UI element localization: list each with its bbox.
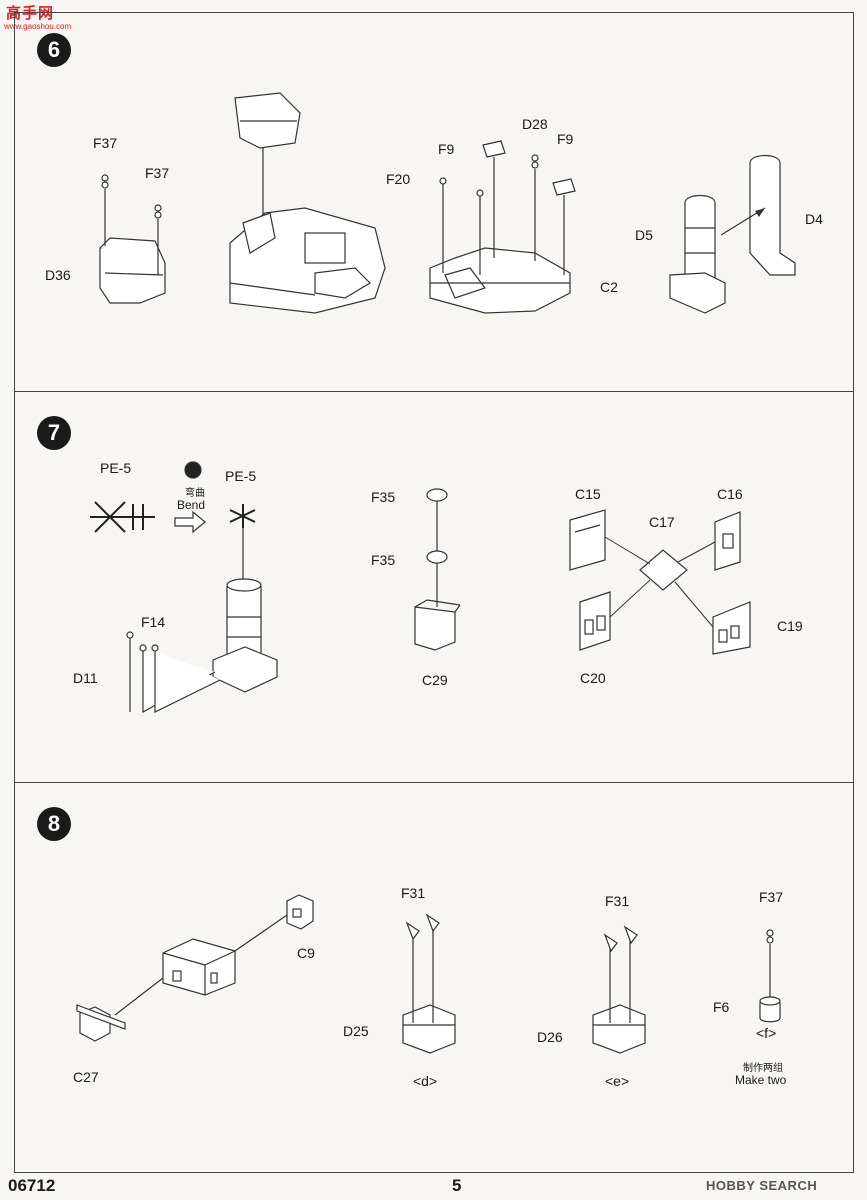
label-f9: F9 — [438, 141, 455, 157]
label-d5: D5 — [635, 227, 653, 243]
label-subassembly-e: <e> — [605, 1073, 630, 1089]
step-number: 6 — [37, 33, 71, 67]
logo-url: www.gaoshou.com — [4, 22, 72, 31]
label-f35: F35 — [371, 552, 396, 568]
label-f14: F14 — [141, 614, 166, 630]
label-c20: C20 — [580, 670, 606, 686]
label-d25: D25 — [343, 1023, 369, 1039]
watermark: HOBBY SEARCH — [706, 1178, 818, 1193]
label-d28: D28 — [522, 116, 548, 132]
label-f31: F31 — [605, 893, 630, 909]
label-bend-cn: 弯曲 — [185, 488, 205, 499]
label-f37: F37 — [759, 889, 784, 905]
step-6-drawing — [99, 92, 796, 314]
label-c2: C2 — [600, 279, 618, 295]
label-f35: F35 — [371, 489, 396, 505]
label-c17: C17 — [649, 514, 675, 530]
step-7-panel: 7 — [14, 392, 854, 783]
label-d11: D11 — [73, 670, 98, 686]
site-logo: 高手网 www.gaoshou.com — [2, 2, 72, 34]
label-c9: C9 — [297, 945, 315, 961]
label-d26: D26 — [537, 1029, 563, 1045]
step-number: 7 — [37, 416, 71, 450]
label-c27: C27 — [73, 1069, 99, 1085]
label-c19: C19 — [777, 618, 803, 634]
step-6-panel: 6 — [14, 12, 854, 392]
label-f37: F37 — [93, 135, 118, 151]
product-code: 06712 — [8, 1176, 56, 1195]
label-pe-5: PE-5 — [100, 460, 132, 476]
label-subassembly-f: <f> — [756, 1025, 777, 1041]
logo-text: 高手网 — [6, 5, 55, 22]
label-make-two-cn: 制作两组 — [743, 1063, 783, 1074]
label-f20: F20 — [386, 171, 411, 187]
label-pe-5: PE-5 — [225, 468, 257, 484]
label-f37: F37 — [145, 165, 170, 181]
label-d36: D36 — [45, 267, 71, 283]
label-c15: C15 — [575, 486, 601, 502]
step-8-panel: 8 — [14, 783, 854, 1173]
label-bend-en: Bend — [177, 498, 206, 512]
step-8-drawing — [76, 894, 781, 1054]
step-7-drawing — [90, 461, 751, 714]
label-d4: D4 — [805, 211, 823, 227]
page-number: 5 — [452, 1176, 462, 1195]
label-f9: F9 — [557, 131, 574, 147]
step-number: 8 — [37, 807, 71, 841]
label-f31: F31 — [401, 885, 426, 901]
label-make-two-en: Make two — [735, 1073, 787, 1087]
label-f6: F6 — [713, 999, 730, 1015]
label-c29: C29 — [422, 672, 448, 688]
label-c16: C16 — [717, 486, 743, 502]
label-subassembly-d: <d> — [413, 1073, 438, 1089]
